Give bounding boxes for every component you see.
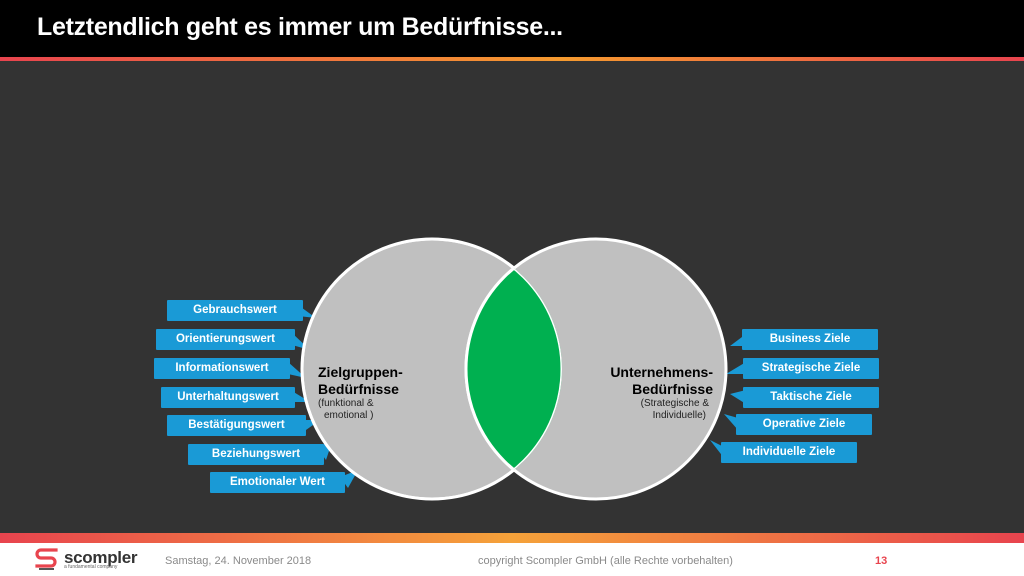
right-circle-title-1: Unternehmens- [610,364,713,380]
tag-informationswert: Informationswert [154,358,290,379]
left-circle-title-2: Bedürfnisse [318,381,399,397]
right-circle-sub-2: Individuelle) [652,410,706,421]
footer-date: Samstag, 24. November 2018 [165,555,312,567]
page-number: 13 [875,555,888,567]
scompler-logo-icon [35,548,58,570]
tag-unterhaltungswert: Unterhaltungswert [161,387,295,408]
tag-strategische-ziele: Strategische Ziele [743,358,879,379]
title-bar [0,0,1024,57]
right-circle-title-2: Bedürfnisse [632,381,713,397]
accent-stripe-bottom [0,533,1024,543]
tag-business-ziele: Business Ziele [742,329,878,350]
tag-operative-ziele: Operative Ziele [736,414,872,435]
left-circle-sub-2: emotional ) [324,410,374,421]
tag-gebrauchswert: Gebrauchswert [167,300,303,321]
tag-orientierungswert: Orientierungswert [156,329,295,350]
tag-beziehungswert: Beziehungswert [188,444,324,465]
tag-individuelle-ziele: Individuelle Ziele [721,442,857,463]
logo-wordmark: scompler [64,548,138,567]
slide-title: Letztendlich geht es immer um Bedürfniss… [37,13,563,41]
tag-emotionaler-wert: Emotionaler Wert [210,472,345,493]
left-circle-title-1: Zielgruppen- [318,364,403,380]
tag-taktische-ziele: Taktische Ziele [743,387,879,408]
intersection-lens [466,239,562,499]
logo-tagline: a fundamental company [64,564,118,570]
left-circle-sub-1: (funktional & [318,398,374,409]
footer-copyright: copyright Scompler GmbH (alle Rechte vor… [478,555,733,567]
tag-bestaetigungswert: Bestätigungswert [167,415,306,436]
accent-stripe-top [0,57,1024,61]
footer-bar [0,543,1024,576]
right-circle-sub-1: (Strategische & [640,398,709,409]
